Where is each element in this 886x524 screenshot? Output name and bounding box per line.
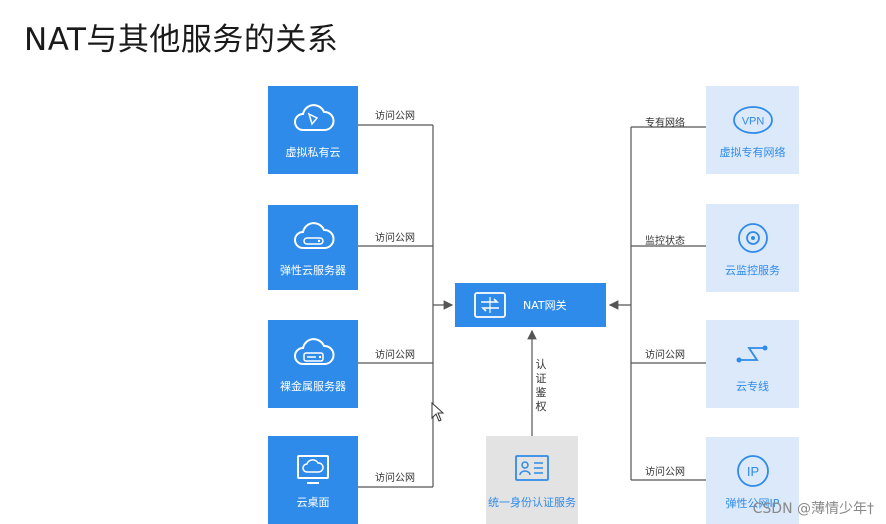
mouse-cursor-icon	[431, 401, 445, 422]
monitor-eye-icon	[737, 223, 768, 253]
edge-label-cloud-eye: 监控状态	[645, 236, 685, 247]
nat-gateway-node[interactable]: NAT网关	[455, 283, 606, 327]
cloud-desktop-icon	[297, 455, 329, 484]
edge-label-direct-connect: 访问公网	[645, 350, 685, 361]
cloud-desktop-node[interactable]: 云桌面	[268, 436, 358, 524]
id-card-icon	[515, 455, 549, 481]
watermark: CSDN @薄情少年†	[752, 501, 874, 517]
cloud-eye-node[interactable]: 云监控服务	[706, 204, 799, 292]
edge-label-bms: 访问公网	[375, 350, 415, 361]
svg-text:VPN: VPN	[741, 116, 764, 128]
edge-label-ecs: 访问公网	[375, 233, 415, 244]
svg-text:IP: IP	[746, 464, 758, 479]
cloud-icon	[294, 104, 335, 131]
edge-label-desktop: 访问公网	[375, 473, 415, 484]
edge-label-vpc: 访问公网	[375, 111, 415, 122]
direct-connect-icon	[736, 345, 767, 363]
edge-label-eip: 访问公网	[645, 467, 685, 478]
direct-connect-node[interactable]: 云专线	[706, 320, 799, 408]
bms-node[interactable]: 裸金属服务器	[268, 320, 358, 408]
page-title: NAT与其他服务的关系	[24, 22, 339, 58]
edge-label-auth: 认证鉴权	[535, 358, 547, 413]
ip-icon: IP	[736, 454, 769, 487]
nat-gateway-icon	[474, 292, 506, 318]
iam-node[interactable]: 统一身份认证服务	[486, 436, 578, 524]
eip-node[interactable]: IP 弹性公网IP	[706, 437, 799, 524]
edge-label-vpn: 专有网络	[645, 118, 685, 129]
cloud-server-icon	[294, 221, 335, 249]
vpn-icon: VPN	[732, 106, 773, 134]
vpc-node[interactable]: 虚拟私有云	[268, 86, 358, 174]
bare-metal-server-icon	[294, 338, 335, 365]
ecs-node[interactable]: 弹性云服务器	[268, 205, 358, 290]
vpn-node[interactable]: VPN 虚拟专有网络	[706, 86, 799, 174]
